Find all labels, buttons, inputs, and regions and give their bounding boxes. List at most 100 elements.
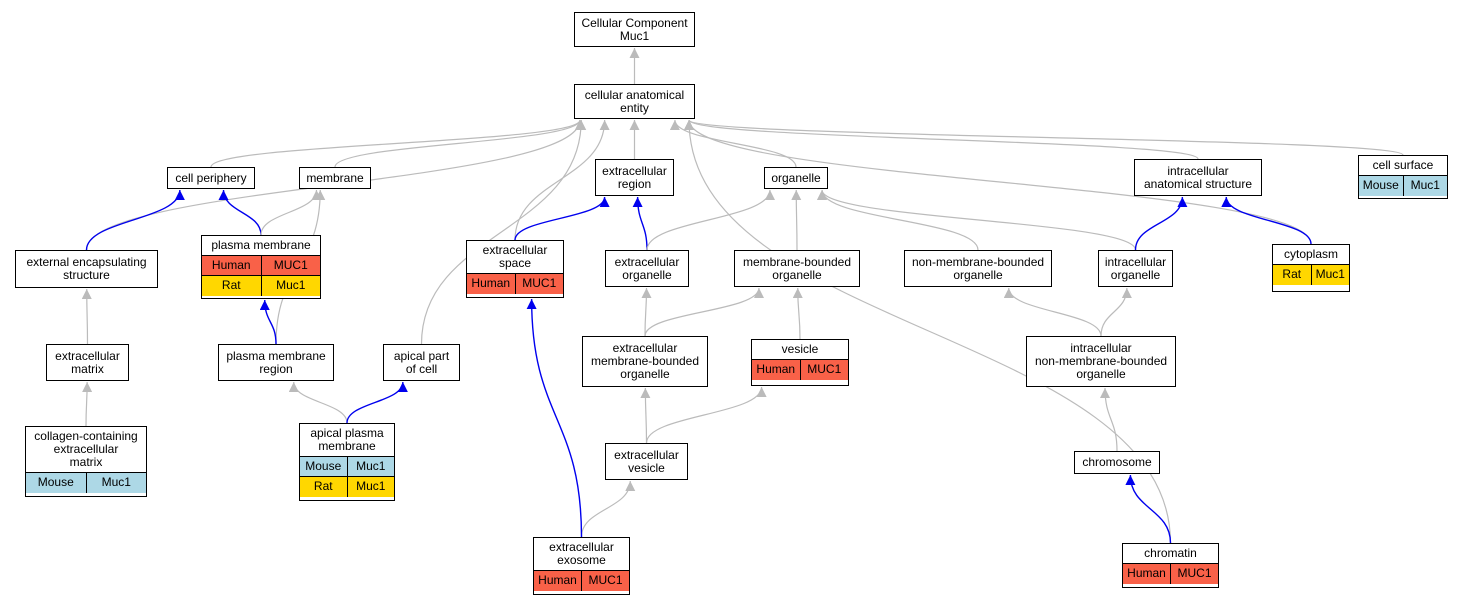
term-label: organelle <box>771 170 821 185</box>
edge-is-a-inmbo-to-intracellular-organelle <box>1100 287 1132 337</box>
edge-is-a-embo-to-extracellular-organelle <box>641 287 652 337</box>
term-label: external encapsulating structure <box>26 255 147 282</box>
term-node-embo[interactable]: extracellular membrane-bounded organelle <box>582 336 708 387</box>
edge-is-a-cytoplasm-to-cae <box>684 119 1312 245</box>
term-node-apical-part[interactable]: apical part of cell <box>383 344 460 381</box>
term-node-membrane[interactable]: membrane <box>299 167 371 189</box>
term-node-inmbo[interactable]: intracellular non-membrane-bounded organ… <box>1026 336 1176 387</box>
edge-part-of-extracellular-organelle-to-extracellular-region <box>632 196 648 251</box>
gene-cell: MUC1 <box>1170 563 1218 584</box>
edge-part-of-chromatin-to-chromosome <box>1125 474 1172 544</box>
term-node-pmr[interactable]: plasma membrane region <box>218 344 334 381</box>
term-label: intracellular anatomical structure <box>1143 163 1253 191</box>
term-node-ees[interactable]: external encapsulating structure <box>15 250 158 288</box>
species-cell: Human <box>1123 563 1171 584</box>
edge-is-a-cell-periphery-to-cae <box>210 119 585 168</box>
term-node-extracellular-region[interactable]: extracellular region <box>595 159 674 196</box>
term-node-ecm[interactable]: extracellular matrix <box>46 344 129 381</box>
edge-is-a-inmbo-to-nmbo <box>1003 287 1102 337</box>
term-node-ev[interactable]: extracellular vesicle <box>605 443 688 480</box>
term-node-ccem[interactable]: collagen-containing extracellular matrix… <box>25 426 147 497</box>
term-node-ias[interactable]: intracellular anatomical structure <box>1134 159 1262 196</box>
gene-cell: Muc1 <box>85 472 146 493</box>
edge-is-a-vesicle-to-mbo <box>792 287 803 340</box>
edge-is-a-apical-part-to-cae <box>420 119 587 345</box>
edge-is-a-plasma-membrane-to-membrane <box>260 189 322 236</box>
term-label: cellular anatomical entity <box>584 87 685 115</box>
term-node-organelle[interactable]: organelle <box>764 167 828 189</box>
term-node-cell-periphery[interactable]: cell periphery <box>167 167 255 189</box>
term-label: chromatin <box>1144 546 1197 560</box>
term-label: plasma membrane region <box>226 348 326 376</box>
term-node-root[interactable]: Cellular Component Muc1 <box>574 12 695 47</box>
edge-is-a-extracellular-organelle-to-organelle <box>646 189 775 251</box>
term-node-mbo[interactable]: membrane-bounded organelle <box>734 250 860 287</box>
edge-is-a-apm-to-pmr <box>288 381 348 424</box>
term-label: extracellular membrane-bounded organelle <box>590 341 700 381</box>
edge-part-of-cytoplasm-to-ias <box>1221 196 1312 245</box>
species-cell: Human <box>752 359 800 380</box>
term-node-nmbo[interactable]: non-membrane-bounded organelle <box>904 250 1052 287</box>
term-label: cell surface <box>1372 158 1434 172</box>
edge-is-a-chromosome-to-inmbo <box>1100 387 1118 452</box>
term-label: extracellular exosome <box>549 540 614 567</box>
term-node-intracellular-organelle[interactable]: intracellular organelle <box>1098 250 1173 287</box>
gene-cell: MUC1 <box>799 359 848 380</box>
term-label: extracellular region <box>602 163 667 191</box>
edge-is-a-exosome-to-ev <box>580 480 636 538</box>
term-node-chromosome[interactable]: chromosome <box>1074 451 1160 474</box>
species-cell: Rat <box>202 275 261 296</box>
edge-is-a-extracellular-space-to-cae <box>514 119 610 241</box>
term-label: cytoplasm <box>1283 247 1339 261</box>
gene-cell: Muc1 <box>346 476 394 497</box>
edge-is-a-chromatin-to-cae <box>684 119 1172 544</box>
gene-cell: Muc1 <box>346 456 394 477</box>
term-label: intracellular non-membrane-bounded organ… <box>1034 341 1168 381</box>
term-node-cae[interactable]: cellular anatomical entity <box>574 84 695 119</box>
edge-is-a-ev-to-vesicle <box>645 386 767 444</box>
edge-is-a-mbo-to-organelle <box>791 189 802 251</box>
gene-cell: Muc1 <box>1402 175 1447 196</box>
term-label: plasma membrane <box>211 238 311 252</box>
term-label: intracellular organelle <box>1104 254 1167 282</box>
edge-part-of-apm-to-apical-part <box>346 381 408 424</box>
term-label: vesicle <box>781 342 819 356</box>
edge-is-a-embo-to-mbo <box>644 287 764 337</box>
edge-is-a-organelle-to-cae <box>669 119 797 168</box>
term-label: extracellular space <box>482 243 548 270</box>
term-label: apical part of cell <box>393 348 450 376</box>
edge-part-of-ees-to-cell-periphery <box>85 189 185 251</box>
species-cell: Rat <box>1273 264 1311 285</box>
edge-is-a-ecm-to-ees <box>81 288 92 345</box>
gene-cell: MUC1 <box>581 570 629 591</box>
term-label: membrane <box>306 170 364 185</box>
edge-part-of-exosome-to-extracellular-space <box>526 298 583 538</box>
edge-is-a-nmbo-to-organelle <box>817 189 979 251</box>
term-node-extracellular-organelle[interactable]: extracellular organelle <box>605 250 689 287</box>
term-label: membrane-bounded organelle <box>742 254 852 282</box>
